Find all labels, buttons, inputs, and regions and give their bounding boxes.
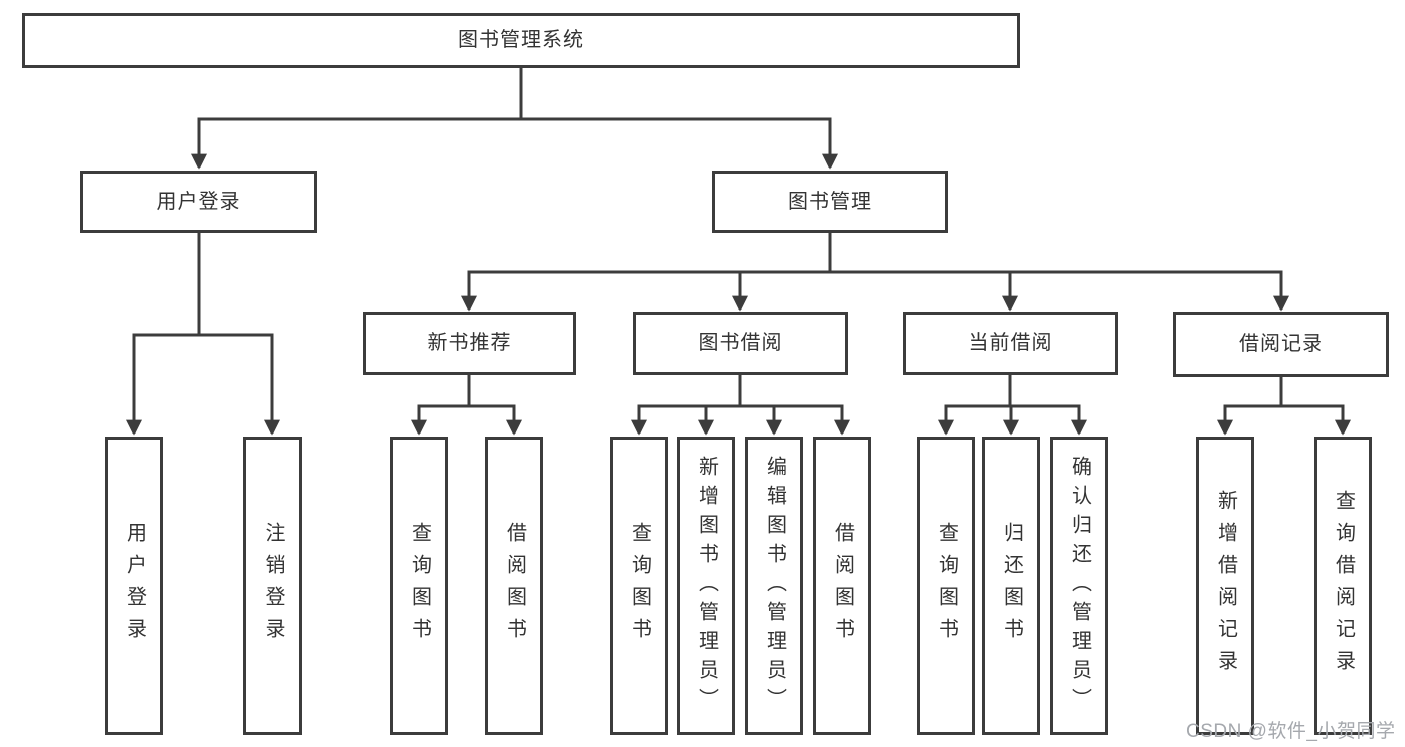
leaf-edit-book-admin: 编辑图书（管理员） (745, 437, 803, 735)
node-borrow-records: 借阅记录 (1173, 312, 1389, 377)
leaf-confirm-return-admin: 确认归还（管理员） (1050, 437, 1108, 735)
node-user-login: 用户登录 (80, 171, 317, 233)
leaf-borrow-query-books: 查询图书 (610, 437, 668, 735)
node-root-system: 图书管理系统 (22, 13, 1020, 68)
leaf-recommend-borrow-books: 借阅图书 (485, 437, 543, 735)
leaf-recommend-query-books: 查询图书 (390, 437, 448, 735)
leaf-borrow-borrow-books: 借阅图书 (813, 437, 871, 735)
node-book-borrow: 图书借阅 (633, 312, 848, 375)
node-current-borrow: 当前借阅 (903, 312, 1118, 375)
leaf-return-book: 归还图书 (982, 437, 1040, 735)
leaf-user-login: 用户登录 (105, 437, 163, 735)
watermark: CSDN @软件_小贺同学 (1186, 721, 1396, 742)
leaf-query-borrow-record: 查询借阅记录 (1314, 437, 1372, 735)
leaf-add-book-admin: 新增图书（管理员） (677, 437, 735, 735)
leaf-logout: 注销登录 (243, 437, 302, 735)
leaf-current-query-books: 查询图书 (917, 437, 975, 735)
node-book-management: 图书管理 (712, 171, 948, 233)
leaf-add-borrow-record: 新增借阅记录 (1196, 437, 1254, 735)
node-new-book-recommend: 新书推荐 (363, 312, 576, 375)
